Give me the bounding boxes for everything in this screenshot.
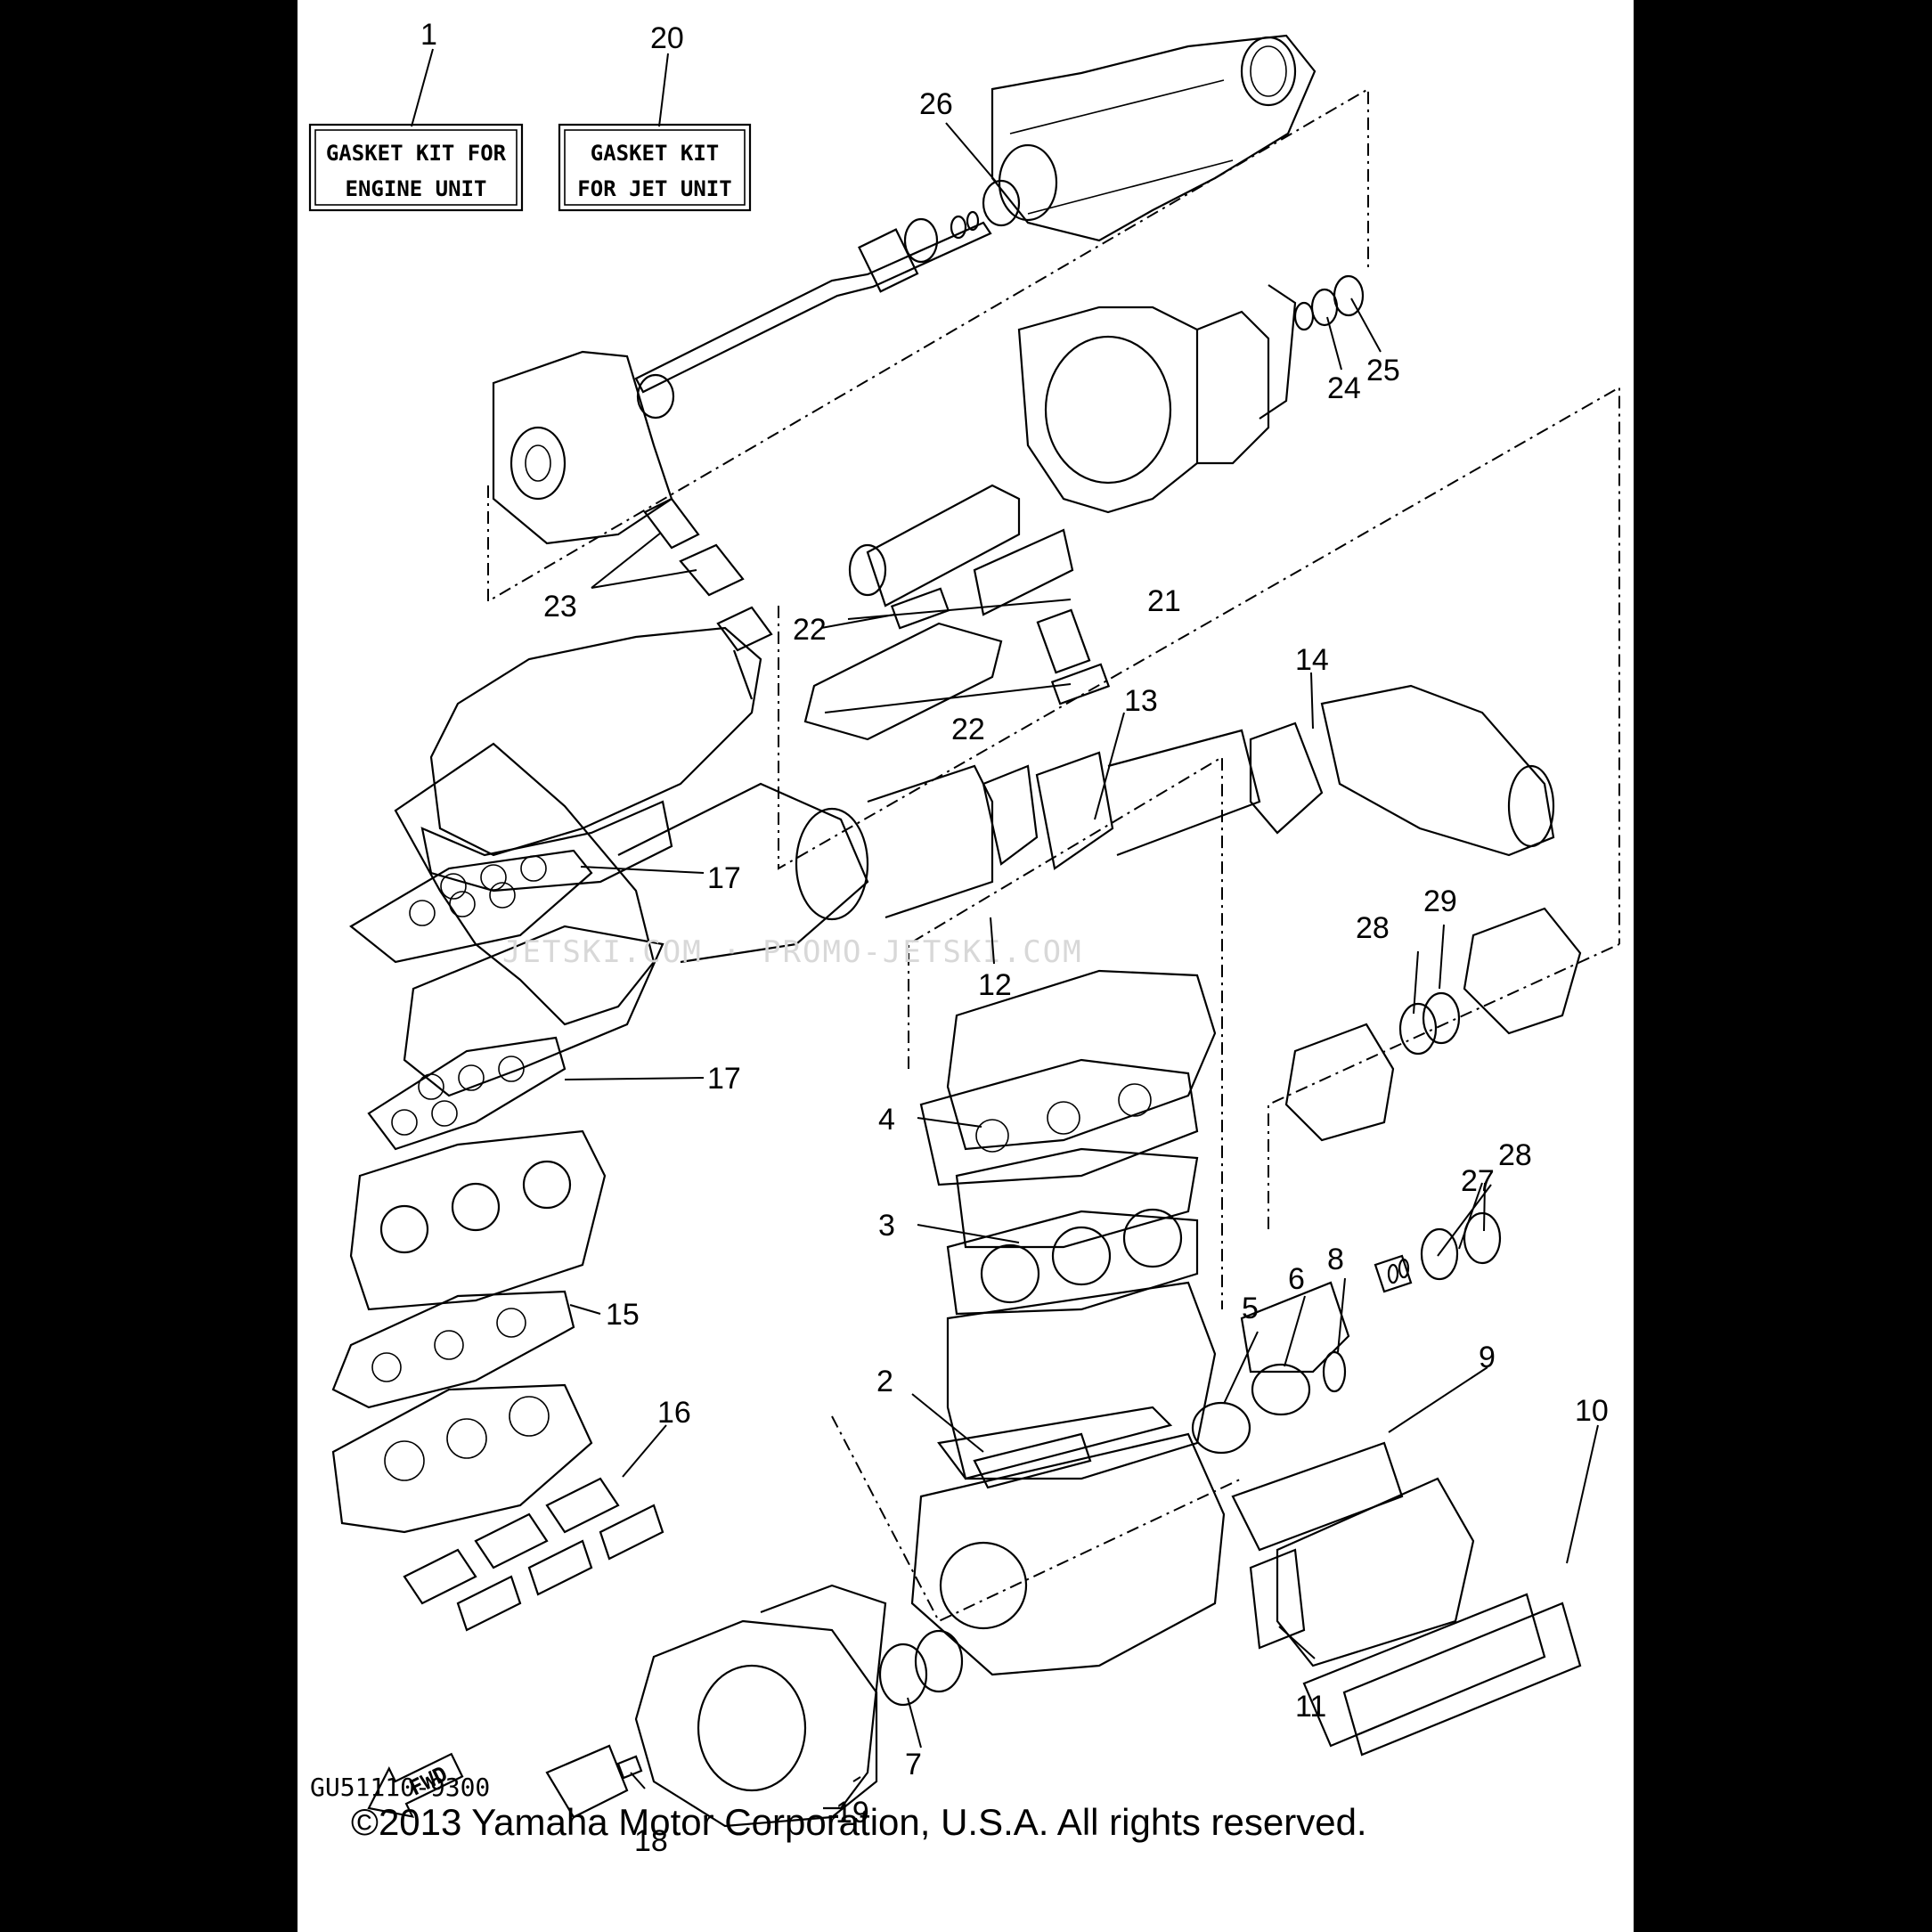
callout-21: 21 <box>1147 584 1181 618</box>
callout-15: 15 <box>606 1298 640 1332</box>
copyright-notice: ©2013 Yamaha Motor Corporation, U.S.A. A… <box>351 1801 1367 1843</box>
gasket-16-a <box>403 1548 477 1605</box>
gasket-14 <box>1249 721 1324 835</box>
callout-20: 20 <box>650 21 684 55</box>
callout-8: 8 <box>1327 1243 1344 1276</box>
parts-diagram-sheet: GASKET KIT FOR ENGINE UNIT GASKET KIT FO… <box>298 0 1634 1932</box>
callout-27: 27 <box>1461 1164 1495 1198</box>
seal-7 <box>878 1643 928 1707</box>
jet-intake-housing <box>492 350 773 700</box>
intake-and-reeds <box>331 1383 664 1632</box>
exhaust-chamber <box>394 684 1555 1026</box>
callout-24: 24 <box>1327 371 1361 405</box>
intake-grate-gasket <box>643 497 700 550</box>
callout-18: 18 <box>634 1824 668 1858</box>
o-ring-27-a <box>1387 1263 1399 1284</box>
drive-parts-right <box>1191 907 1582 1757</box>
callout-5: 5 <box>1242 1292 1259 1325</box>
callout-13: 13 <box>1124 684 1158 718</box>
stator-cover <box>545 1584 964 1828</box>
callout-10: 10 <box>1575 1394 1609 1428</box>
callout-14: 14 <box>1295 643 1329 677</box>
gasket-15 <box>331 1290 575 1409</box>
callout-12: 12 <box>978 968 1012 1002</box>
diagram-code: GU51110-9300 <box>310 1773 491 1802</box>
callout-3: 3 <box>878 1209 895 1243</box>
gasket-19 <box>760 1584 887 1810</box>
callout-16: 16 <box>657 1396 691 1430</box>
gasket-kit-engine-label: GASKET KIT FOR ENGINE UNIT <box>308 123 524 212</box>
gasket-4 <box>919 1058 1199 1186</box>
seal-5 <box>1191 1401 1251 1455</box>
gasket-12 <box>795 807 869 921</box>
gasket-3 <box>946 1210 1199 1316</box>
gasket-10 <box>1302 1593 1546 1748</box>
callout-4: 4 <box>878 1103 895 1137</box>
callout-28-upper: 28 <box>1356 911 1390 945</box>
cover-and-manifold-left <box>349 626 762 1151</box>
jet-drive-shaft <box>634 179 1021 420</box>
gasket-17-upper <box>349 849 593 964</box>
group-outlines <box>487 87 1620 1623</box>
gasket-16-c <box>545 1477 620 1534</box>
watermark-text: JETSKI.COM · PROMO-JETSKI.COM <box>502 934 1083 970</box>
callout-26: 26 <box>919 87 953 121</box>
callout-25: 25 <box>1366 354 1400 387</box>
gasket-18 <box>616 1755 643 1780</box>
o-ring-27-b <box>1398 1258 1410 1279</box>
o-ring-8 <box>1322 1350 1347 1393</box>
exploded-parts-diagram: GASKET KIT FOR ENGINE UNIT GASKET KIT FO… <box>308 18 1620 1858</box>
kit-engine-line2: ENGINE UNIT <box>346 176 487 201</box>
callout-17-upper: 17 <box>707 861 741 895</box>
callout-29: 29 <box>1423 884 1457 918</box>
o-ring-26 <box>982 179 1021 227</box>
callout-labels: 1 20 26 24 25 23 22 21 22 14 13 17 12 28… <box>420 18 1609 1858</box>
seal-6 <box>1251 1363 1311 1416</box>
seal-29 <box>1422 991 1461 1045</box>
callout-7: 7 <box>905 1748 922 1781</box>
impeller-duct-housing <box>803 274 1365 741</box>
carburetors <box>331 1129 607 1409</box>
gasket-kit-jet-label: GASKET KIT FOR JET UNIT <box>558 123 752 212</box>
gasket-13-a <box>982 764 1039 866</box>
kit-engine-line1: GASKET KIT FOR <box>326 141 507 166</box>
callout-28-lower: 28 <box>1498 1138 1532 1172</box>
pads-21-22 <box>890 587 1111 705</box>
callout-17-lower: 17 <box>707 1062 741 1096</box>
callout-11: 11 <box>1295 1690 1326 1724</box>
callout-22-lower: 22 <box>951 713 985 746</box>
callout-2: 2 <box>876 1365 893 1398</box>
callout-9: 9 <box>1479 1341 1496 1374</box>
callout-6: 6 <box>1288 1262 1305 1296</box>
jet-pump-housing <box>990 34 1317 242</box>
gasket-13 <box>1035 751 1114 870</box>
seal-28 <box>1398 1002 1438 1056</box>
callout-23: 23 <box>543 590 577 624</box>
callout-1: 1 <box>420 18 437 52</box>
seal-11 <box>1249 1548 1306 1650</box>
kit-jet-line2: FOR JET UNIT <box>577 176 731 201</box>
gasket-2 <box>973 1432 1092 1489</box>
gasket-17-lower <box>367 1036 567 1151</box>
gasket-9 <box>1231 1441 1404 1552</box>
gasket-16-b <box>474 1512 549 1569</box>
callout-leaders <box>411 48 1599 1789</box>
callout-19: 19 <box>836 1796 869 1830</box>
seal-24 <box>1310 288 1339 327</box>
callout-22-upper: 22 <box>793 613 827 647</box>
engine-head-and-block <box>910 969 1226 1676</box>
kit-jet-line1: GASKET KIT <box>591 141 720 166</box>
seal-25 <box>1333 274 1365 317</box>
